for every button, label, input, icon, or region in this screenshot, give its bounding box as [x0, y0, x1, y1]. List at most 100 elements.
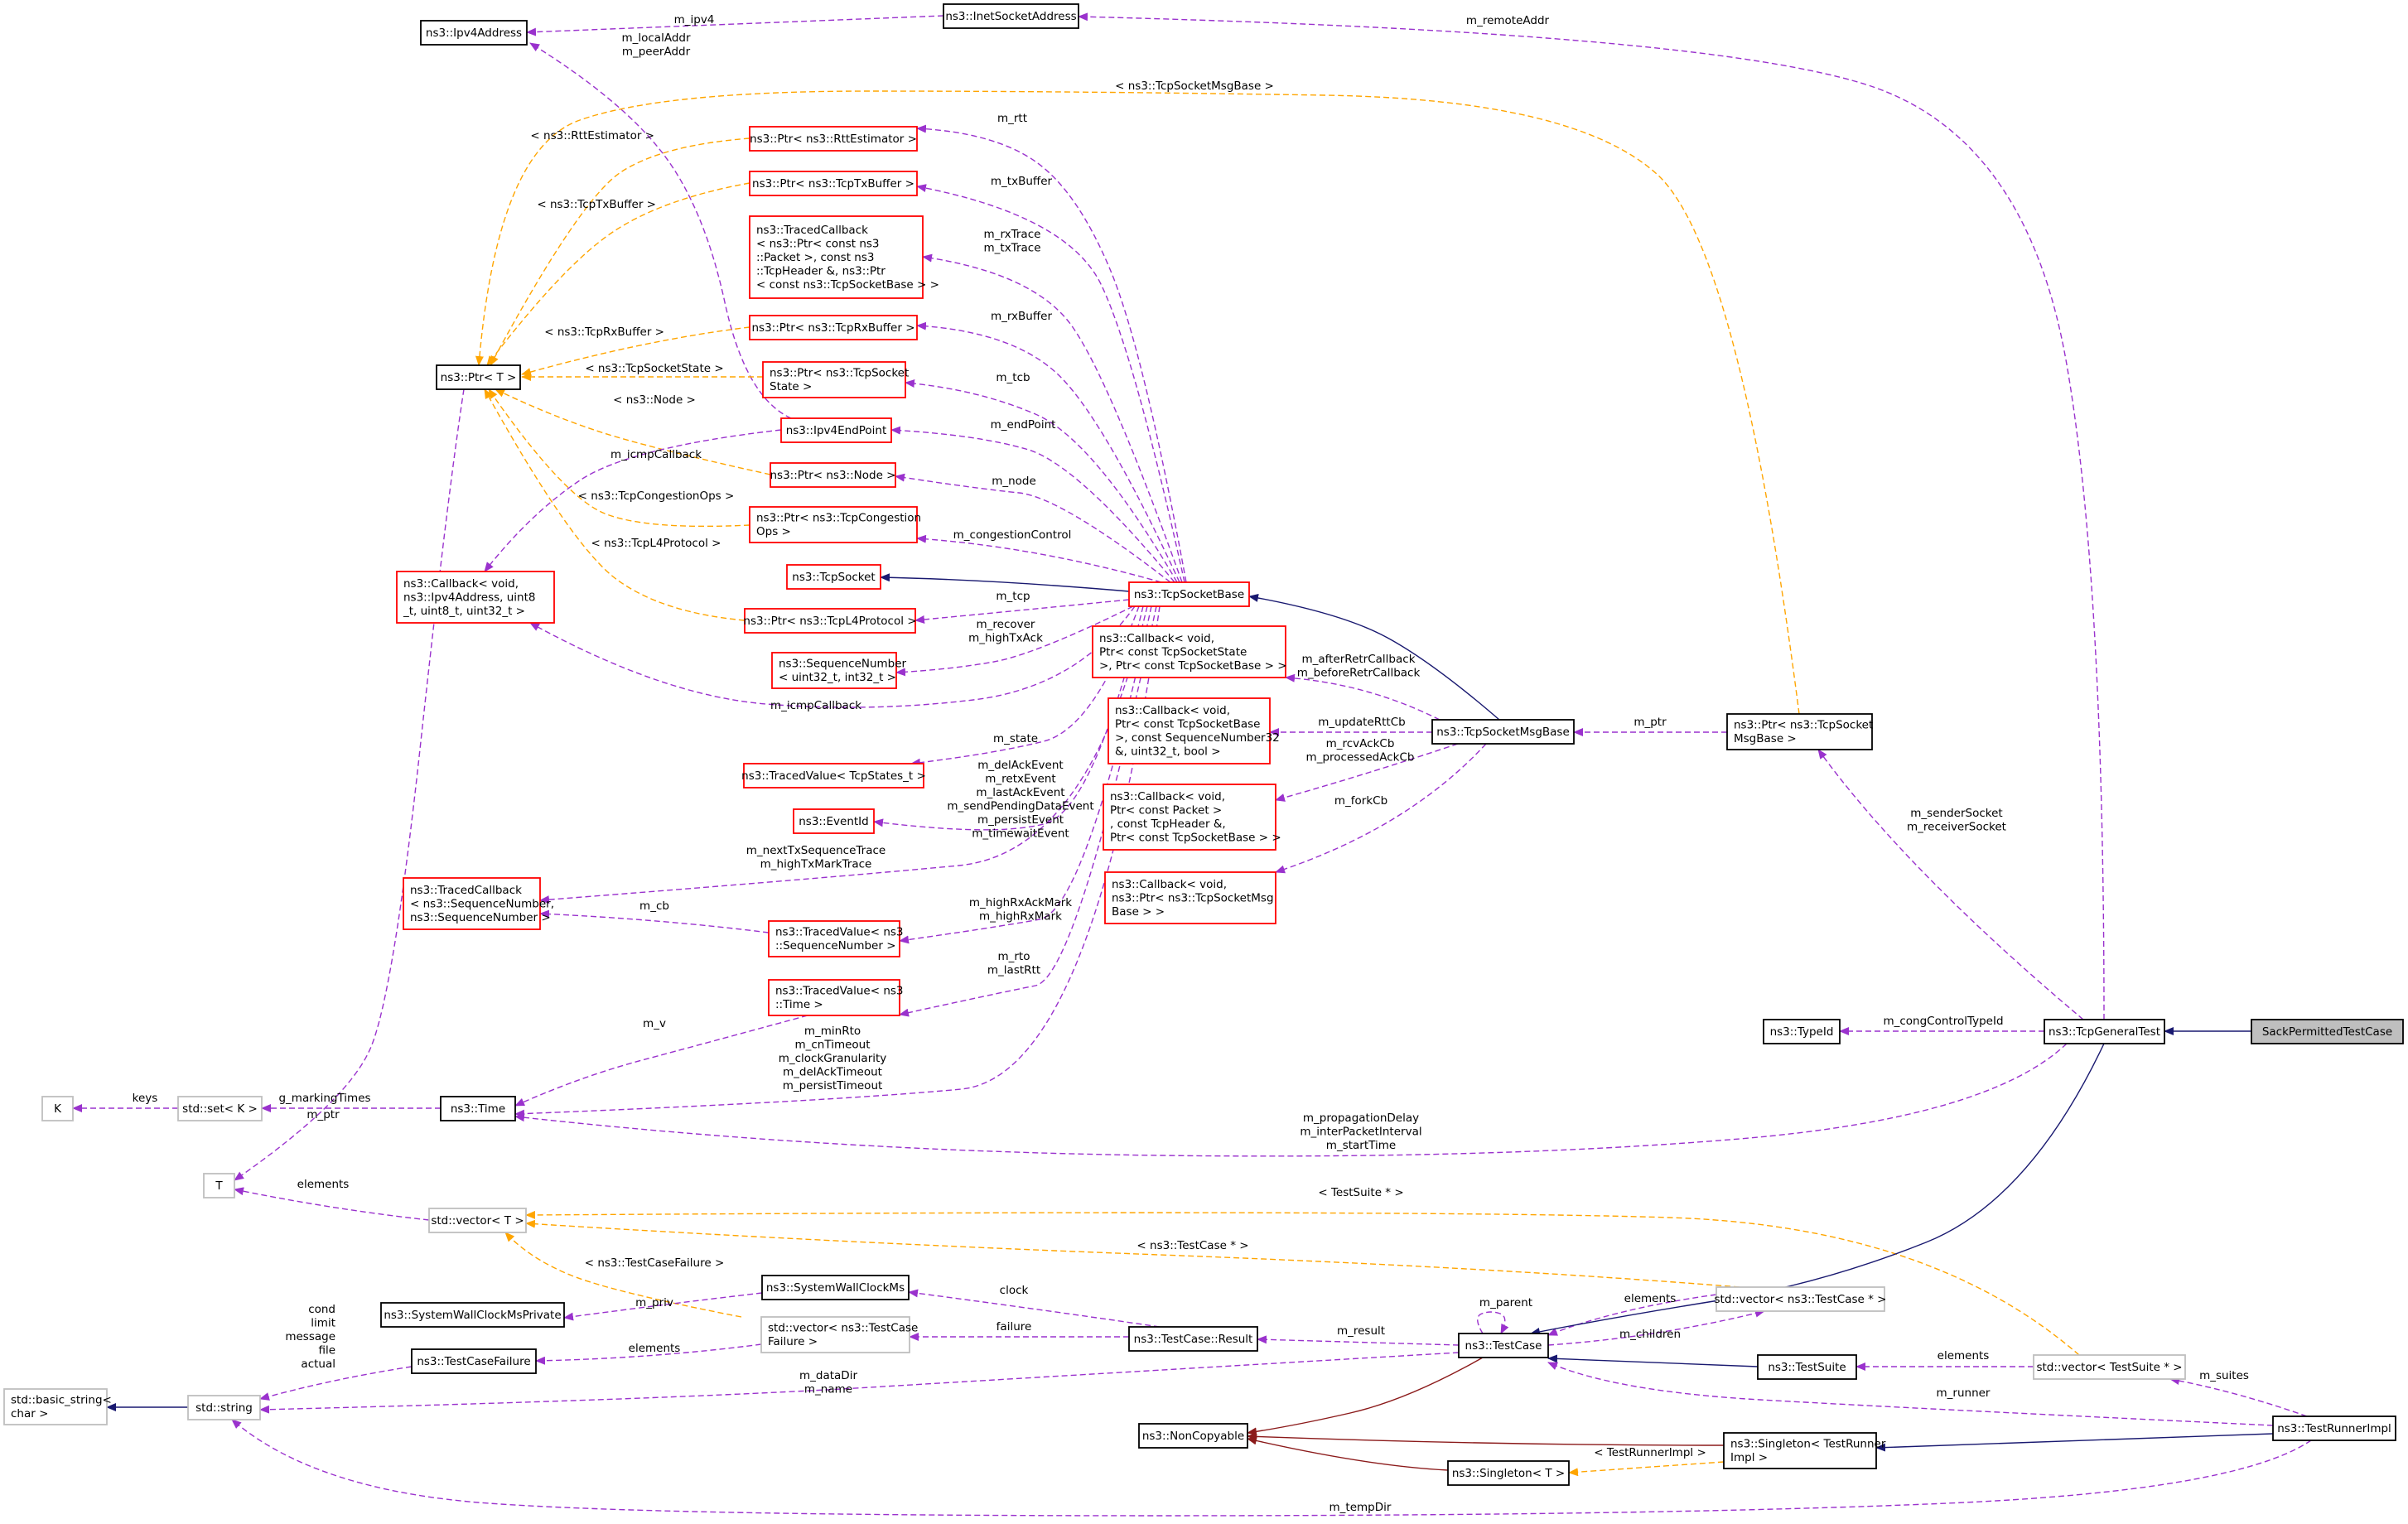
class-node-ptrt[interactable]: ns3::Ptr< T > [436, 364, 521, 390]
edge-label-line: m_highTxAck [968, 632, 1043, 645]
edge-label-line: m_forkCb [1334, 794, 1387, 808]
class-node-tracedstate[interactable]: ns3::TracedValue< TcpStates_t > [741, 763, 926, 789]
class-node-msgbase[interactable]: ns3::TcpSocketMsgBase [1431, 719, 1575, 745]
class-node-label: ns3::Ptr< ns3::TcpSocket [1734, 719, 1873, 732]
class-node-cbretr[interactable]: ns3::Callback< void,Ptr< const TcpSocket… [1092, 625, 1287, 678]
class-node-box [177, 1096, 263, 1121]
class-node-vecfail[interactable]: std::vector< ns3::TestCaseFailure > [760, 1316, 918, 1353]
edge-label-ptrrtt-to-ptrt: < ns3::RttEstimator > [530, 129, 654, 142]
edge-testcase-to-vectc [1547, 1309, 1765, 1346]
class-node-tracedseq[interactable]: ns3::TracedValue< ns3::SequenceNumber > [768, 920, 904, 957]
edge-label-line: m_timewaitEvent [972, 827, 1069, 841]
class-node-tcpsocket[interactable]: ns3::TcpSocket [786, 564, 881, 590]
class-node-box [41, 1096, 74, 1121]
class-node-failure[interactable]: ns3::TestCaseFailure [411, 1348, 537, 1374]
class-node-label: Base > > [1112, 905, 1165, 919]
class-node-ptrrx[interactable]: ns3::Ptr< ns3::TcpRxBuffer > [749, 315, 918, 340]
edge-label-tcpsocketbase-to-ptrrtt: m_rtt [997, 112, 1027, 125]
class-node-basicstr[interactable]: std::basic_string<char > [3, 1388, 112, 1425]
class-node-sack[interactable]: SackPermittedTestCase [2251, 1019, 2404, 1044]
class-node-singtr[interactable]: ns3::Singleton< TestRunnerImpl > [1723, 1432, 1886, 1469]
nodes-layer: ns3::Ipv4Address ns3::InetSocketAddressns… [3, 3, 2404, 1486]
edge-label-line: m_highRxMark [979, 910, 1062, 924]
edge-label-line: m_rxBuffer [991, 310, 1053, 323]
class-node-runner[interactable]: ns3::TestRunnerImpl [2272, 1415, 2396, 1441]
class-node-time[interactable]: ns3::Time [440, 1096, 516, 1121]
class-node-label: ns3::Ipv4Address [426, 27, 522, 40]
class-node-ipv4addr[interactable]: ns3::Ipv4Address [420, 20, 528, 46]
class-node-testcase[interactable]: ns3::TestCase [1458, 1333, 1549, 1358]
class-node-tracedtime[interactable]: ns3::TracedValue< ns3::Time > [768, 979, 904, 1016]
edge-ptrrtt-to-ptrt [490, 137, 750, 366]
class-node-singt[interactable]: ns3::Singleton< T > [1447, 1460, 1570, 1486]
class-node-cbicmp[interactable]: ns3::Callback< void,ns3::Ipv4Address, ui… [396, 571, 555, 624]
edge-label-inetsock-to-ipv4addr: m_ipv4 [674, 13, 715, 27]
edge-label-line: < ns3::TcpCongestionOps > [578, 490, 735, 503]
class-node-box [793, 808, 875, 834]
class-node-ptrstate[interactable]: ns3::Ptr< ns3::TcpSocketState > [762, 361, 909, 398]
class-node-label: ns3::TcpGeneralTest [2048, 1025, 2160, 1039]
class-node-tracedcbseq[interactable]: ns3::TracedCallback< ns3::SequenceNumber… [403, 877, 554, 930]
class-node-ipv4ep[interactable]: ns3::Ipv4EndPoint [780, 417, 892, 443]
edge-label-line: limit [311, 1317, 335, 1330]
class-node-general[interactable]: ns3::TcpGeneralTest [2044, 1019, 2165, 1044]
class-node-ptrnode[interactable]: ns3::Ptr< ns3::Node > [770, 462, 896, 488]
edge-vecfail-to-vect [504, 1232, 742, 1318]
class-node-cbfork[interactable]: ns3::Callback< void,ns3::Ptr< ns3::TcpSo… [1104, 871, 1276, 924]
edge-label-ptrtx-to-ptrt: < ns3::TcpTxBuffer > [537, 198, 656, 211]
class-node-cbrcv[interactable]: ns3::Callback< void,Ptr< const Packet >,… [1103, 784, 1281, 851]
edge-label-line: < ns3::Node > [613, 393, 696, 407]
class-node-label: , const TcpHeader &, [1110, 817, 1226, 831]
edge-ipv4ep-to-cbicmp [484, 429, 782, 572]
class-node-string[interactable]: std::string [187, 1395, 261, 1420]
class-node-label: std::vector< TestSuite * > [2036, 1361, 2182, 1374]
edge-label-vectc-to-testcase: elements [1624, 1292, 1677, 1305]
class-node-box [780, 417, 892, 443]
class-node-box [768, 979, 900, 1016]
class-node-result[interactable]: ns3::TestCase::Result [1128, 1326, 1258, 1352]
class-node-ptrtx[interactable]: ns3::Ptr< ns3::TcpTxBuffer > [749, 171, 918, 196]
edge-singtr-to-noncopy [1247, 1432, 1725, 1446]
class-node-inetsock[interactable]: ns3::InetSocketAddress [943, 3, 1079, 29]
edge-label-line: m_beforeRetrCallback [1297, 667, 1421, 680]
edge-label-ptrmsg-to-ptrt: < ns3::TcpSocketMsgBase > [1115, 80, 1274, 93]
class-node-label: ::Packet >, const ns3 [756, 251, 874, 264]
class-node-vectc[interactable]: std::vector< ns3::TestCase * > [1715, 1286, 1887, 1312]
edge-label-line: m_txTrace [984, 242, 1041, 255]
edge-label-line: keys [133, 1092, 158, 1105]
class-node-tracedcb1[interactable]: ns3::TracedCallback< ns3::Ptr< const ns3… [749, 215, 939, 299]
class-node-K[interactable]: K [41, 1096, 74, 1121]
class-node-typeid[interactable]: ns3::TypeId [1763, 1019, 1841, 1044]
class-node-wall[interactable]: ns3::SystemWallClockMs [761, 1275, 910, 1300]
class-node-label: ns3::Ptr< ns3::TcpCongestion [756, 512, 921, 525]
class-node-vects[interactable]: std::vector< TestSuite * > [2033, 1354, 2186, 1380]
class-node-T[interactable]: T [203, 1173, 235, 1198]
class-node-testsuite[interactable]: ns3::TestSuite [1757, 1354, 1857, 1380]
edge-runner-to-testcase [1547, 1362, 2274, 1426]
class-node-eventid[interactable]: ns3::EventId [793, 808, 875, 834]
class-node-label: std::vector< ns3::TestCase * > [1715, 1293, 1887, 1306]
edge-tcpsocketbase-to-ptrl4 [914, 599, 1130, 624]
class-node-wallpriv[interactable]: ns3::SystemWallClockMsPrivate [380, 1302, 565, 1328]
edge-label-tcpsocketbase-to-tracedstate: m_state [993, 732, 1038, 745]
class-node-ptrcong[interactable]: ns3::Ptr< ns3::TcpCongestionOps > [749, 506, 921, 543]
edge-label-ptrt-to-T: m_ptr [306, 1108, 340, 1121]
class-node-vect[interactable]: std::vector< T > [428, 1208, 527, 1233]
edge-label-vecfail-to-vect: < ns3::TestCaseFailure > [585, 1256, 725, 1270]
edge-label-time-to-setk: g_markingTimes [278, 1092, 370, 1105]
class-node-label: MsgBase > [1734, 732, 1797, 745]
edge-failure-to-string [259, 1366, 413, 1401]
class-node-tcpsocketbase[interactable]: ns3::TcpSocketBase [1128, 581, 1250, 607]
class-node-setk[interactable]: std::set< K > [177, 1096, 263, 1121]
class-node-ptrmsg[interactable]: ns3::Ptr< ns3::TcpSocketMsgBase > [1726, 713, 1873, 750]
class-node-cbrtt[interactable]: ns3::Callback< void,Ptr< const TcpSocket… [1107, 697, 1280, 764]
class-node-ptrrtt[interactable]: ns3::Ptr< ns3::RttEstimator > [749, 126, 918, 152]
class-node-label: State > [770, 380, 812, 393]
class-node-seqnum[interactable]: ns3::SequenceNumber< uint32_t, int32_t > [771, 652, 907, 689]
class-node-label: ns3::NonCopyable [1142, 1430, 1244, 1443]
class-node-label: ns3::EventId [799, 815, 869, 828]
class-node-label: ::TcpHeader &, ns3::Ptr [756, 264, 886, 277]
class-node-ptrl4[interactable]: ns3::Ptr< ns3::TcpL4Protocol > [743, 608, 917, 634]
class-node-noncopy[interactable]: ns3::NonCopyable [1138, 1423, 1248, 1449]
